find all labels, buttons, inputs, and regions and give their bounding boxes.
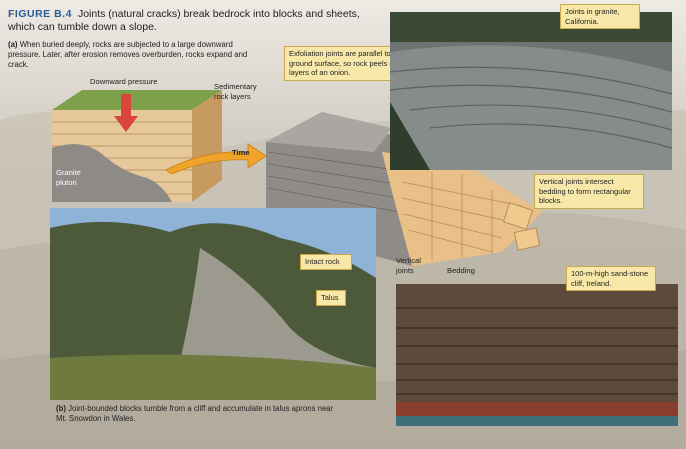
time-label: Time — [232, 148, 250, 157]
vertical-joints-label: Vertical joints — [396, 256, 421, 275]
time-arrow — [165, 143, 267, 174]
granite-california-callout: Joints in granite, California. — [560, 4, 640, 29]
bedding-label: Bedding — [447, 266, 475, 275]
photo-ireland-cliff — [396, 284, 678, 426]
sedimentary-layers-label: Sedimentary rock layers — [214, 82, 257, 101]
part-a-text: When buried deeply, rocks are subjected … — [8, 40, 248, 69]
part-b-text: Joint-bounded blocks tumble from a cliff… — [56, 404, 334, 423]
part-b-letter: (b) — [56, 404, 66, 413]
downward-pressure-label: Downward pressure — [90, 77, 158, 86]
intact-rock-callout: Intact rock — [300, 254, 352, 270]
cliff-ireland-callout: 100-m-high sand-stone cliff, Ireland. — [566, 266, 656, 291]
pressure-arrow — [121, 94, 131, 116]
photo-granite-california — [390, 12, 672, 170]
part-a-caption: (a) When buried deeply, rocks are subjec… — [8, 40, 248, 70]
figure-caption-text: Joints (natural cracks) break bedrock in… — [8, 8, 360, 33]
granite-pluton-label: Granite pluton — [56, 168, 81, 187]
talus-callout: Talus — [316, 290, 346, 306]
part-b-caption: (b) Joint-bounded blocks tumble from a c… — [56, 404, 346, 424]
pressure-block-diagram — [52, 90, 222, 202]
part-a-letter: (a) — [8, 40, 18, 49]
photo-snowdon-talus — [50, 208, 376, 400]
figure-number: FIGURE B.4 — [8, 8, 72, 20]
vertical-joints-callout: Vertical joints intersect bedding to for… — [534, 174, 644, 209]
